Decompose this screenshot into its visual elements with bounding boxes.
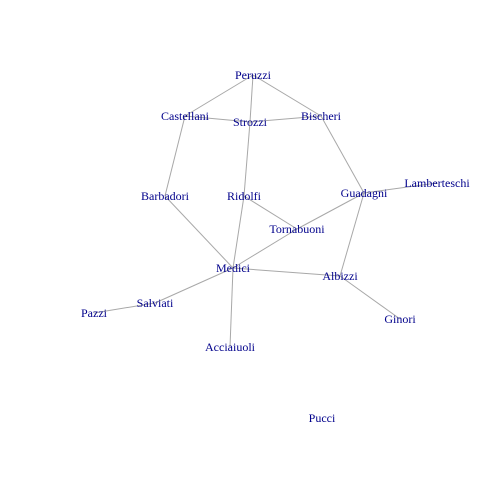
node-label-strozzi: Strozzi xyxy=(233,115,268,129)
edge-medici-salviati xyxy=(154,267,234,304)
node-label-barbadori: Barbadori xyxy=(141,189,190,203)
edge-barbadori-medici xyxy=(164,195,234,269)
edge-layer xyxy=(93,74,438,348)
edge-castellani-strozzi xyxy=(184,115,251,123)
edge-peruzzi-castellani xyxy=(184,74,254,117)
node-label-guadagni: Guadagni xyxy=(341,186,388,200)
node-label-layer: Acciaiuoli Albizzi Barbadori Bischeri Castel… xyxy=(81,68,470,425)
node-label-ginori: Ginori xyxy=(384,312,416,326)
node-label-medici: Medici xyxy=(216,261,251,275)
edge-peruzzi-strozzi xyxy=(249,74,254,123)
edge-bischeri-guadagni xyxy=(320,115,365,194)
node-label-acciaiuoli: Acciaiuoli xyxy=(205,340,256,354)
edge-tornabuoni-guadagni xyxy=(296,192,365,230)
node-label-castellani: Castellani xyxy=(161,109,210,123)
edge-salviati-pazzi xyxy=(93,302,156,314)
node-label-peruzzi: Peruzzi xyxy=(235,68,272,82)
edge-strozzi-bischeri xyxy=(249,115,322,123)
node-label-pazzi: Pazzi xyxy=(81,306,108,320)
edge-strozzi-ridolfi xyxy=(243,121,251,197)
edge-ridolfi-medici xyxy=(232,195,245,269)
node-label-salviati: Salviati xyxy=(137,296,174,310)
edge-medici-albizzi xyxy=(232,267,341,277)
edge-castellani-barbadori xyxy=(164,115,186,197)
node-label-albizzi: Albizzi xyxy=(322,269,358,283)
node-label-pucci: Pucci xyxy=(309,411,336,425)
edge-guadagni-lamberteschi xyxy=(363,182,438,194)
edge-tornabuoni-medici xyxy=(232,228,298,269)
edge-peruzzi-bischeri xyxy=(252,74,322,117)
edge-albizzi-ginori xyxy=(339,275,401,320)
edge-guadagni-albizzi xyxy=(339,192,365,277)
edge-ridolfi-tornabuoni xyxy=(243,195,298,230)
edge-medici-acciaiuoli xyxy=(229,267,234,348)
node-label-lamberteschi: Lamberteschi xyxy=(404,176,470,190)
node-label-bischeri: Bischeri xyxy=(301,109,342,123)
node-label-tornabuoni: Tornabuoni xyxy=(269,222,325,236)
node-label-ridolfi: Ridolfi xyxy=(227,189,262,203)
